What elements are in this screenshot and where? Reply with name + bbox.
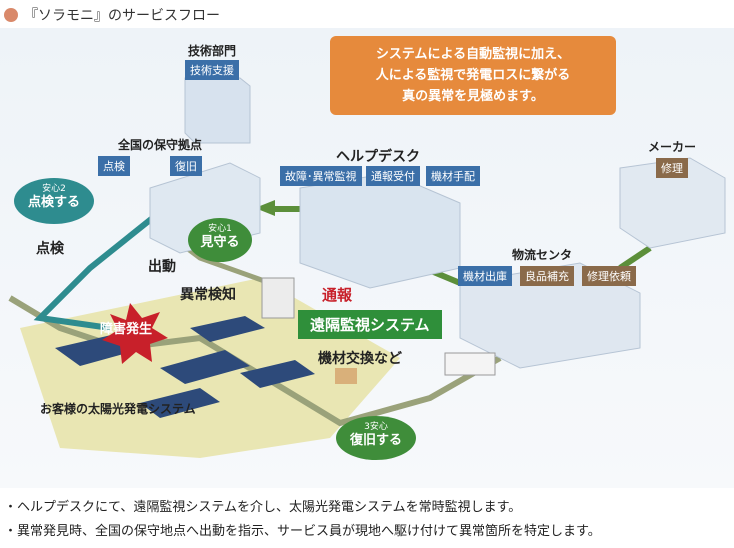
report-label: 通報 bbox=[322, 286, 353, 304]
logistics-building bbox=[459, 262, 641, 369]
equipment-shipping-tag: 機材出庫 bbox=[458, 266, 512, 286]
tech-support-tag: 技術支援 bbox=[185, 60, 239, 80]
truck-icon bbox=[444, 352, 496, 376]
step1-number: 安心1 bbox=[208, 224, 232, 234]
step2-number: 安心2 bbox=[42, 184, 66, 194]
step3-recover-badge: 3安心 復旧する bbox=[336, 416, 416, 460]
equipment-swap-label: 機材交換など bbox=[318, 351, 402, 367]
equipment-boxes-icon bbox=[335, 368, 357, 384]
road-path bbox=[8, 295, 502, 427]
inspection-tag: 点検 bbox=[98, 156, 130, 176]
callout-line-1: システムによる自動監視に加え、 bbox=[375, 47, 571, 62]
maker-label: メーカー bbox=[648, 140, 697, 154]
tech-dept-building bbox=[184, 77, 251, 144]
solar-panel bbox=[140, 388, 220, 418]
footer-note-2: ・異常発見時、全国の保守地点へ出動を指示、サービス員が現地へ駆け付けて異常箇所を… bbox=[4, 524, 601, 539]
remote-monitoring-system-box: 遠隔監視システム bbox=[298, 310, 442, 339]
bullet-dot-icon bbox=[4, 8, 18, 22]
failure-burst-icon bbox=[102, 303, 168, 364]
solar-panel bbox=[240, 360, 315, 388]
arrow-to-base-icon bbox=[255, 200, 275, 216]
arrow-logistics-maker bbox=[618, 245, 652, 271]
solar-panel bbox=[160, 350, 250, 384]
solar-panel bbox=[190, 316, 265, 342]
failure-label: 障害発生 bbox=[100, 322, 153, 337]
step3-text: 復旧する bbox=[349, 433, 402, 448]
step1-text: 見守る bbox=[200, 235, 240, 250]
monitoring-unit-icon bbox=[261, 277, 295, 319]
dispatch-label: 出動 bbox=[148, 259, 176, 275]
report-receipt-tag: 通報受付 bbox=[366, 166, 420, 186]
step1-watch-badge: 安心1 見守る bbox=[188, 218, 252, 262]
step2-inspect-badge: 安心2 点検する bbox=[14, 178, 94, 224]
good-parts-replenish-tag: 良品補充 bbox=[520, 266, 574, 286]
customer-solar-system-label: お客様の太陽光発電システム bbox=[40, 402, 196, 416]
recovery-tag: 復旧 bbox=[170, 156, 202, 176]
inspection-label: 点検 bbox=[36, 241, 64, 257]
footer-note-1: ・ヘルプデスクにて、遠隔監視システムを介し、太陽光発電システムを常時監視します。 bbox=[4, 500, 522, 515]
maker-building bbox=[619, 157, 726, 249]
step3-number: 3安心 bbox=[364, 422, 388, 432]
step2-text: 点検する bbox=[27, 195, 80, 210]
callout-line-3: 真の異常を見極めます。 bbox=[402, 89, 544, 104]
anomaly-detect-label: 異常検知 bbox=[180, 287, 236, 303]
callout-line-2: 人による監視で発電ロスに繋がる bbox=[375, 68, 571, 83]
helpdesk-label: ヘルプデスク bbox=[336, 149, 420, 165]
page-title-row: 『ソラモニ』のサービスフロー bbox=[4, 4, 220, 26]
repair-tag: 修理 bbox=[656, 158, 688, 178]
equipment-arrangement-tag: 機材手配 bbox=[426, 166, 480, 186]
service-flow-diagram: システムによる自動監視に加え、 人による監視で発電ロスに繋がる 真の異常を見極め… bbox=[0, 28, 734, 488]
tech-dept-label: 技術部門 bbox=[188, 44, 237, 58]
page-title: 『ソラモニ』のサービスフロー bbox=[24, 8, 220, 24]
callout-bubble: システムによる自動監視に加え、 人による監視で発電ロスに繋がる 真の異常を見極め… bbox=[330, 36, 616, 115]
logistics-label: 物流センタ bbox=[512, 248, 573, 262]
repair-request-tag: 修理依頼 bbox=[582, 266, 636, 286]
maintenance-base-label: 全国の保守拠点 bbox=[118, 138, 203, 152]
service-route bbox=[33, 205, 167, 331]
fault-monitoring-tag: 故障･異常監視 bbox=[280, 166, 362, 186]
